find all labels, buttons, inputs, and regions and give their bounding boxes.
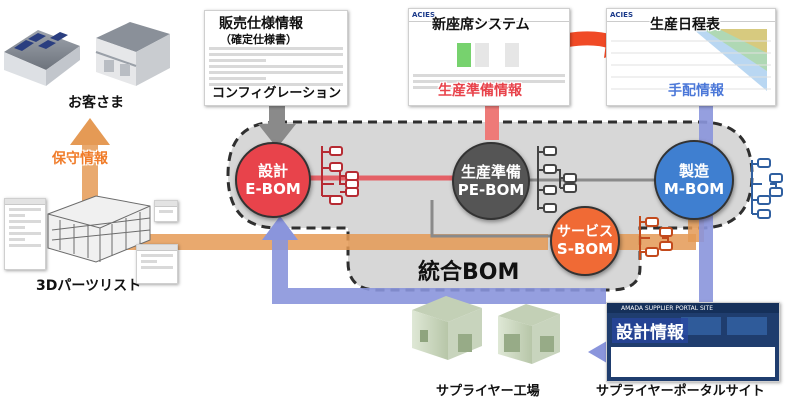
- parts-list-label: 3Dパーツリスト: [36, 278, 142, 294]
- ebom-node: 設計 E-BOM: [235, 142, 311, 218]
- supplier-factory-label: サプライヤー工場: [436, 384, 540, 399]
- maintenance-info-label: 保守情報: [52, 151, 108, 167]
- sbom-line1: サービス: [557, 223, 613, 240]
- pebom-to-sbom-line: [430, 200, 552, 238]
- supplier-factory-building-icon: [412, 296, 482, 360]
- supplier-to-ebom-flow: [272, 238, 606, 304]
- parts-detail-screen: [136, 244, 178, 284]
- supplier-factory-building-2-icon: [498, 304, 560, 364]
- ebom-line1: 設計: [257, 162, 288, 180]
- pebom-tree: [537, 146, 577, 213]
- customer-factory-icon: [95, 22, 170, 86]
- pebom-node: 生産準備 PE-BOM: [452, 142, 530, 220]
- sbom-tree: [639, 216, 673, 260]
- supplier-portal-label: サプライヤーポータルサイト: [596, 384, 765, 399]
- sales-spec-document: [204, 10, 348, 106]
- customer-house-icon: [4, 30, 80, 86]
- new-seat-system-label: 新座席システム: [432, 17, 530, 33]
- prod-prep-info-label: 生産準備情報: [438, 83, 522, 99]
- mbom-tree: [751, 158, 783, 219]
- ebom-tree: [321, 146, 359, 205]
- pebom-line1: 生産準備: [460, 163, 521, 181]
- prod-schedule-label: 生産日程表: [650, 17, 720, 33]
- parts-mini-screen: [154, 200, 178, 222]
- parts-list-screen: [4, 198, 46, 270]
- new-seat-system-screen: ACIES: [408, 8, 570, 106]
- arrangement-info-label: 手配情報: [668, 83, 724, 99]
- configuration-flow-arrowhead-down: [258, 124, 296, 148]
- mbom-line1: 製造: [678, 162, 709, 180]
- mbom-line2: M-BOM: [663, 180, 725, 198]
- ebom-line2: E-BOM: [245, 180, 301, 198]
- sbom-node: サービス S-BOM: [550, 206, 620, 276]
- gantt-chart: [611, 29, 771, 91]
- integrated-bom-label: 統合BOM: [418, 260, 520, 285]
- pebom-line2: PE-BOM: [457, 181, 525, 199]
- supplier-to-ebom-arrowhead: [262, 216, 298, 240]
- mbom-node: 製造 M-BOM: [654, 140, 734, 220]
- production-schedule-screen: ACIES: [606, 8, 776, 106]
- sbom-line2: S-BOM: [556, 240, 614, 259]
- sales-spec-label: 販売仕様情報: [219, 16, 303, 32]
- maintenance-flow-arrowhead: [70, 118, 110, 145]
- portal-header: AMADA SUPPLIER PORTAL SITE: [621, 304, 713, 312]
- new-seat-logo: ACIES: [412, 11, 435, 19]
- sales-spec-sub-label: （確定仕様書）: [220, 33, 297, 46]
- design-info-label: 設計情報: [612, 318, 688, 343]
- configuration-label: コンフィグレーション: [212, 86, 342, 101]
- schedule-logo: ACIES: [610, 11, 633, 19]
- parts-3d-model-icon: [47, 195, 151, 263]
- customer-label: お客さま: [68, 95, 124, 111]
